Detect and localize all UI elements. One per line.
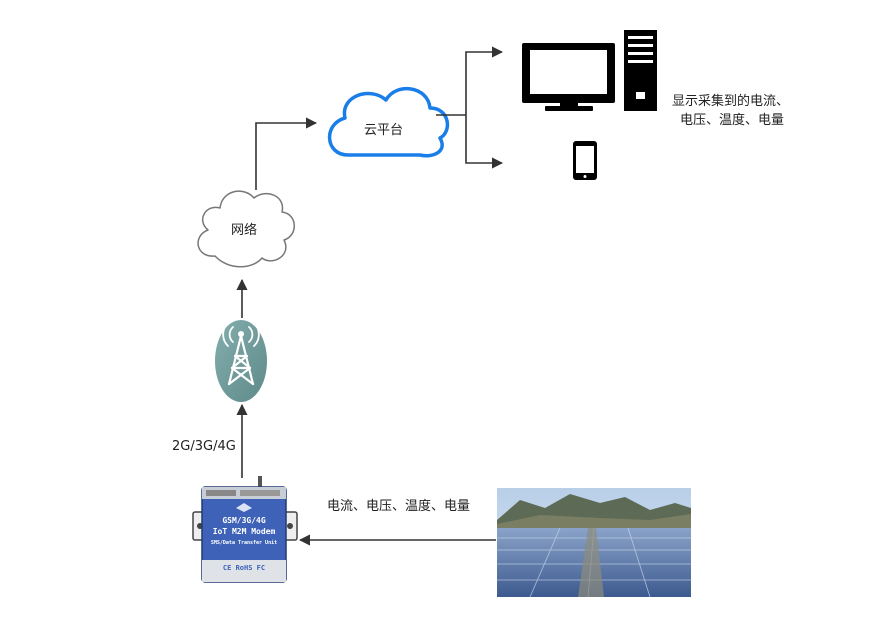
link-type-label: 2G/3G/4G: [172, 439, 236, 454]
modem-device: [192, 476, 298, 583]
display-note-line2: 电压、温度、电量: [680, 113, 785, 128]
modem-line3: SMS/Data Transfer Unit: [210, 540, 278, 546]
computer-monitor-icon: [522, 43, 615, 111]
smartphone-icon: [573, 141, 597, 180]
cell-tower-icon: [215, 320, 267, 402]
cloud-platform-label: 云平台: [364, 123, 404, 138]
platform-to-computer-arrow: [465, 46, 504, 115]
network-cloud-icon: [197, 190, 295, 268]
modem-line2: IoT M2M Modem: [212, 527, 276, 536]
cloud-platform-icon: [327, 86, 450, 158]
network-label: 网络: [231, 223, 258, 238]
platform-to-phone-arrow: [465, 115, 504, 169]
modem-line1: GSM/3G/4G: [222, 516, 266, 525]
modem-footer: CE RoHS FC: [222, 564, 266, 572]
solar-farm-photo: [497, 488, 691, 598]
measurements-label: 电流、电压、温度、电量: [327, 499, 471, 514]
network-to-platform-arrow: [255, 117, 318, 190]
desktop-tower-icon: [624, 30, 657, 111]
display-note: 显示采集到的电流、 电压、温度、电量: [672, 92, 789, 130]
display-note-line1: 显示采集到的电流、: [672, 94, 790, 109]
connection-arrows: [236, 46, 504, 546]
